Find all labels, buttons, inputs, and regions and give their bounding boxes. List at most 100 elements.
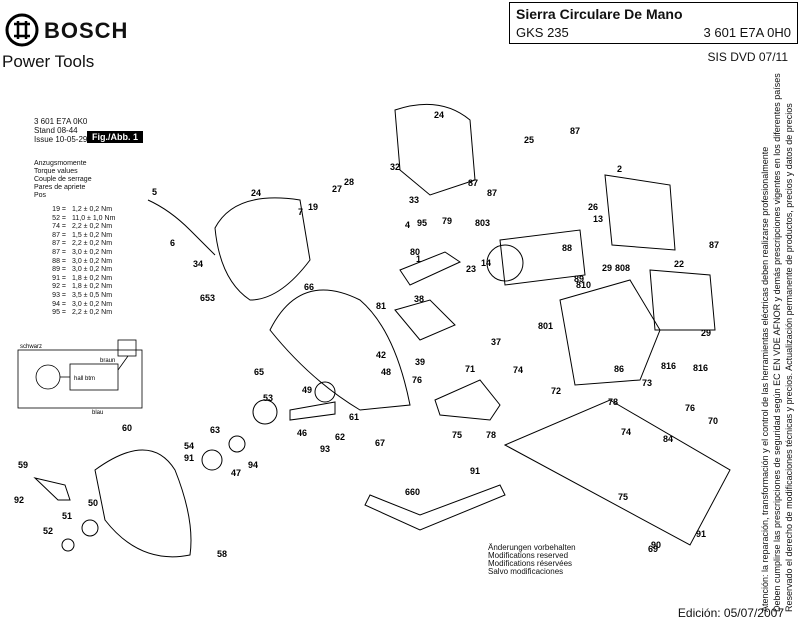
- part-number-label: 29: [701, 328, 711, 338]
- torque-header-line: Pos: [34, 192, 47, 199]
- part-number-label: 60: [122, 423, 132, 433]
- field-part: [604, 174, 676, 251]
- part-number-label: 79: [442, 216, 452, 226]
- guard-part: [394, 299, 456, 341]
- armature-part: [499, 229, 586, 286]
- part-number-label: 78: [608, 397, 618, 407]
- part-number-label: 816: [661, 361, 676, 371]
- part-number-label: 6: [170, 238, 175, 248]
- part-number-label: 69: [648, 544, 658, 554]
- base-plate-part: [503, 399, 731, 546]
- torque-pos: 91 =: [52, 274, 66, 282]
- part-number-label: 22: [674, 259, 684, 269]
- part-number-label: 39: [415, 357, 425, 367]
- torque-value: 3,5 ± 0,5 Nm: [72, 291, 113, 299]
- torque-header-line: Couple de serrage: [34, 176, 92, 183]
- part-labels: 1245671314192223242425262728292932333437…: [14, 110, 719, 559]
- part-number-label: 87: [487, 188, 497, 198]
- note-line: Änderungen vorbehalten: [488, 543, 576, 552]
- part-number-label: 75: [452, 430, 462, 440]
- torque-value: 11,0 ± 1,0 Nm: [72, 214, 116, 222]
- torque-pos: 87 =: [52, 248, 66, 256]
- stand-info: 3 601 E7A 0K0 Stand 08-44 Issue 10-05-29: [34, 117, 87, 144]
- torque-value: 3,0 ± 0,2 Nm: [72, 248, 113, 256]
- torque-row: 93 = 3,5 ± 0,5 Nm: [34, 292, 115, 301]
- part-number-label: 49: [302, 385, 312, 395]
- torque-row: 91 =1,8 ± 0,2 Nm: [34, 275, 115, 284]
- part-number-label: 62: [335, 432, 345, 442]
- part-number-label: 51: [62, 511, 72, 521]
- info-line: 3 601 E7A 0K0: [34, 117, 88, 126]
- torque-pos: 52 =: [52, 214, 66, 222]
- torque-pos: 19 =: [52, 206, 66, 213]
- part-number-label: 19: [308, 202, 318, 212]
- part-number-label: 48: [381, 367, 391, 377]
- part-number-label: 91: [696, 529, 706, 539]
- torque-value: 2,2 ± 0,2 Nm: [72, 309, 113, 317]
- torque-pos: 92 =: [52, 283, 66, 291]
- part-number-label: 94: [248, 460, 258, 470]
- part-number-label: 32: [390, 162, 400, 172]
- torque-row: 88 =3,0 ± 0,2 Nm: [34, 258, 115, 267]
- part-number-label: 73: [642, 378, 652, 388]
- torque-row: 87 = 3,0 ± 0,2 Nm: [34, 249, 115, 258]
- torque-row: 89 =3,0 ± 0,2 Nm: [34, 266, 115, 275]
- torque-pos: 89 =: [52, 266, 66, 274]
- note-line: Salvo modificaciones: [488, 567, 564, 576]
- part-number-label: 81: [376, 301, 386, 311]
- torque-pos: 93 =: [52, 291, 66, 299]
- part-number-label: 67: [375, 438, 385, 448]
- blade-guard-part: [269, 289, 411, 411]
- torque-row: 94 = 3,0 ± 0,2 Nm: [34, 301, 115, 310]
- spindle-part: [289, 401, 336, 421]
- torque-header-line: Torque values: [34, 168, 78, 175]
- lower-guard-part: [94, 449, 192, 558]
- torque-pos: 94 =: [52, 300, 66, 308]
- wire-label: hall btm: [74, 376, 95, 382]
- bosch-logo: BOSCH: [4, 12, 144, 48]
- wire-label: blau: [92, 410, 103, 416]
- torque-pos: 87 =: [52, 240, 66, 248]
- torque-row: 52 = 11,0 ± 1,0 Nm: [34, 215, 115, 224]
- torque-value: 3,0 ± 0,2 Nm: [72, 300, 113, 308]
- part-number-label: 7: [298, 207, 303, 217]
- part-number-label: 63: [210, 425, 220, 435]
- washer-part: [61, 538, 75, 552]
- part-number-label: 5: [152, 187, 157, 197]
- part-number-label: 93: [320, 444, 330, 454]
- part-number-label: 59: [18, 460, 28, 470]
- part-number-label: 34: [193, 259, 203, 269]
- part-number-label: 816: [693, 363, 708, 373]
- torque-value: 1,5 ± 0,2 Nm: [72, 231, 113, 239]
- part-number-label: 74: [621, 427, 631, 437]
- note-line: Modifications reserved: [488, 551, 569, 560]
- cable-part: [147, 199, 216, 256]
- part-number-label: 29: [602, 263, 612, 273]
- torque-row: 95 =2,2 ± 0,2 Nm: [34, 309, 115, 318]
- bevel-support-part: [434, 379, 501, 421]
- part-number-label: 803: [475, 218, 490, 228]
- gear-housing-part: [649, 269, 716, 331]
- part-number-label: 4: [405, 220, 410, 230]
- part-number-label: 87: [709, 240, 719, 250]
- torque-pos: 74 =: [52, 223, 66, 231]
- torque-row: 19 =1,2 ± 0,2 Nm: [34, 206, 115, 215]
- part-number-label: 54: [184, 441, 194, 451]
- rod-part: [399, 251, 462, 286]
- washer-part: [81, 519, 99, 537]
- part-number-label: 71: [465, 364, 475, 374]
- part-number: 3 601 E7A 0H0: [703, 25, 791, 40]
- part-number-label: 84: [663, 434, 673, 444]
- part-number-label: 95: [417, 218, 427, 228]
- torque-header-line: Pares de apriete: [34, 184, 86, 191]
- figure-label: Fig./Abb. 1: [87, 131, 143, 143]
- part-number-label: 37: [491, 337, 501, 347]
- part-number-label: 13: [593, 214, 603, 224]
- part-number-label: 72: [551, 386, 561, 396]
- part-number-label: 90: [651, 540, 661, 550]
- part-number-label: 53: [263, 393, 273, 403]
- torque-value: 1,8 ± 0,2 Nm: [72, 283, 113, 291]
- part-number-label: 653: [200, 293, 215, 303]
